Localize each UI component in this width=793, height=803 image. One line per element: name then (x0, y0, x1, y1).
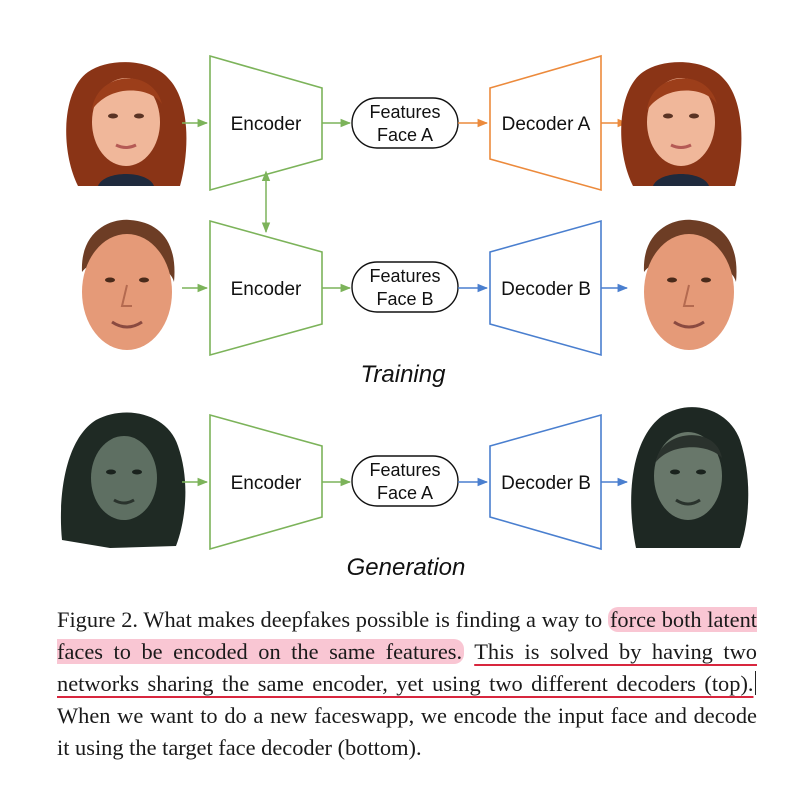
encoder-shape (209, 413, 323, 551)
features-pill (351, 261, 459, 313)
nicolas-face-photo (81, 219, 175, 350)
features-face-label: Face B (376, 289, 433, 309)
figure-caption: Figure 2. What makes deepfakes possible … (57, 604, 757, 764)
caption-text: Figure 2. What makes deepfakes possible … (57, 607, 608, 632)
swapped-face-dark-photo (631, 407, 749, 548)
caption-underline: This is solved by having two networks sh… (57, 639, 757, 696)
amy-face-photo-output (621, 62, 742, 186)
row-face-b: Encoder Features Face B Decoder B (81, 219, 737, 357)
generation-label: Generation (347, 554, 466, 581)
features-face-label: Face A (377, 125, 433, 145)
encoder-label: Encoder (231, 279, 302, 300)
amy-face-photo (66, 62, 187, 186)
faceswap-diagram: Encoder Features Face A Decoder A (60, 54, 749, 581)
amy-face-dark-photo (60, 412, 186, 548)
caption-text (464, 639, 474, 664)
decoder-label: Decoder B (501, 279, 591, 300)
encoder-shape (209, 219, 323, 357)
features-label: Features (369, 460, 440, 480)
decoder-label: Decoder A (502, 114, 591, 135)
row-generation: Encoder Features Face A Decoder B (60, 407, 749, 551)
decoder-label: Decoder B (501, 473, 591, 494)
caption-text: When we want to do a new faceswapp, we e… (57, 703, 757, 760)
decoder-b-shape (489, 413, 602, 551)
decoder-a-shape (489, 54, 602, 192)
features-label: Features (369, 266, 440, 286)
encoder-label: Encoder (231, 114, 302, 135)
row-face-a: Encoder Features Face A Decoder A (66, 54, 742, 192)
encoder-shape (209, 54, 323, 192)
text-cursor (754, 671, 756, 695)
nicolas-face-photo-output (643, 219, 737, 350)
training-label: Training (361, 361, 447, 388)
features-pill (351, 455, 459, 507)
features-face-label: Face A (377, 483, 433, 503)
features-label: Features (369, 102, 440, 122)
decoder-b-shape (489, 219, 602, 357)
encoder-label: Encoder (231, 473, 302, 494)
